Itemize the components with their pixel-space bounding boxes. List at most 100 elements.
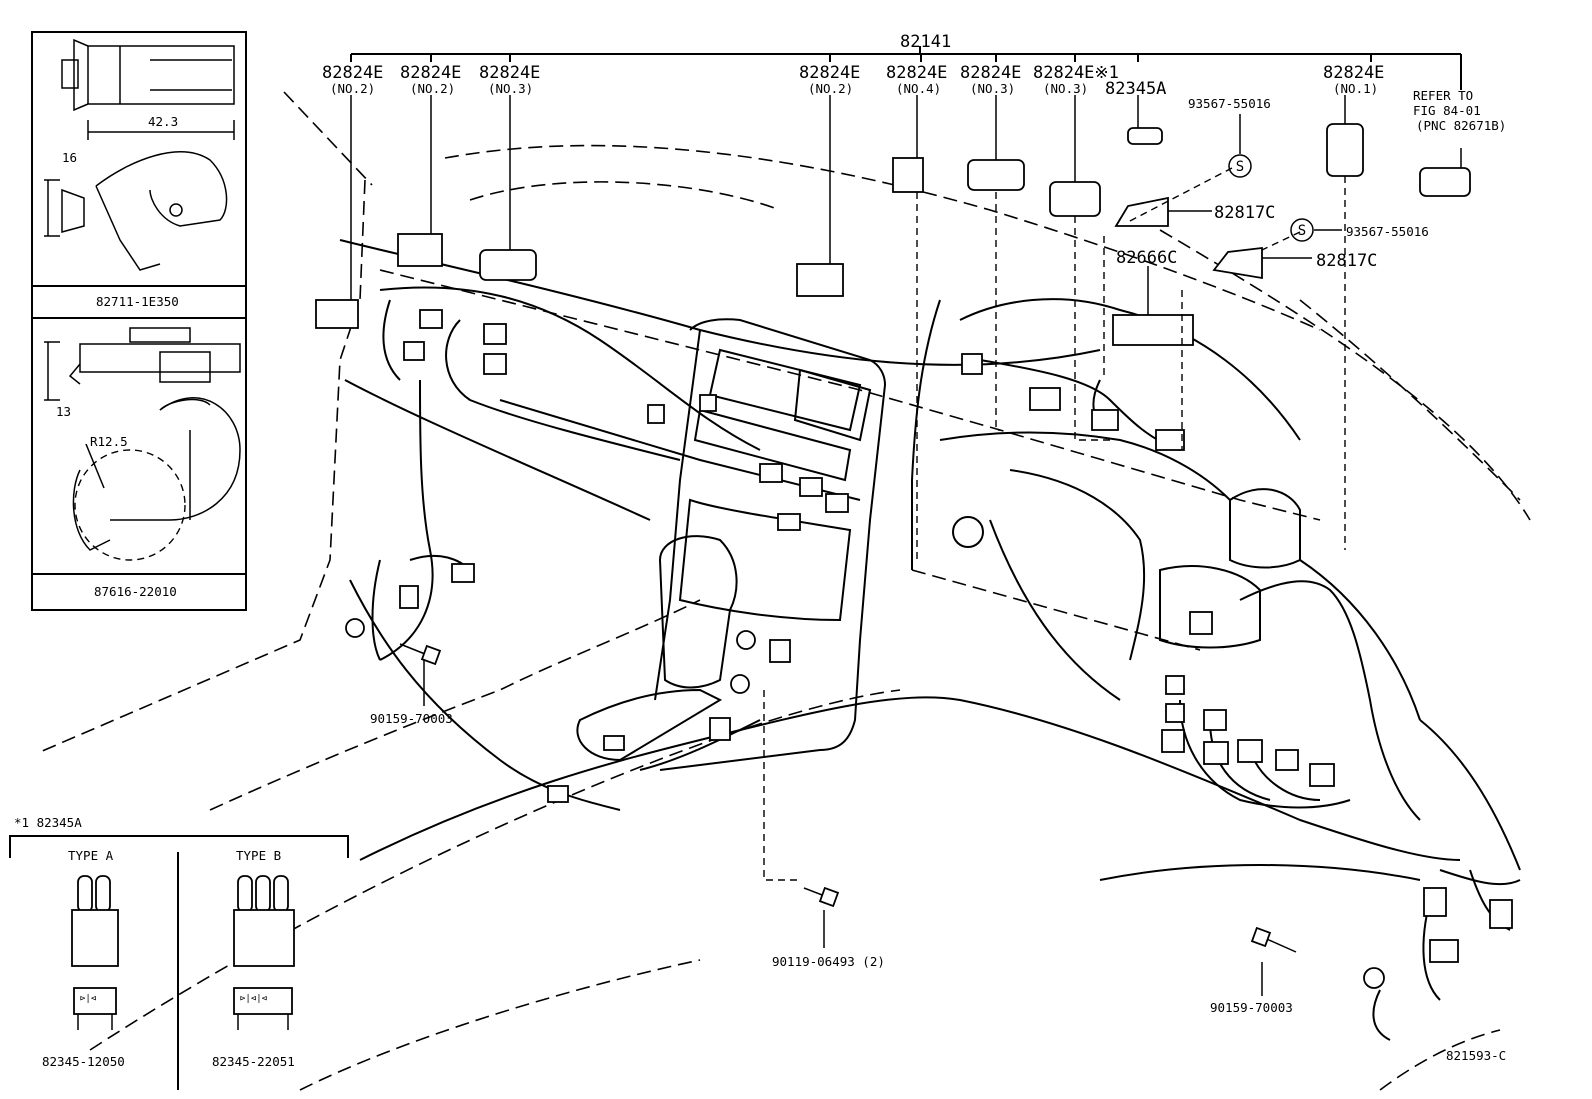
svg-text:⊳|⊲|⊲: ⊳|⊲|⊲ [240, 994, 267, 1004]
connector-icon [892, 157, 924, 193]
callout-sub: (NO.3) [970, 81, 1015, 96]
callout-sub: (NO.1) [1333, 81, 1378, 96]
bracket-icon [1212, 246, 1263, 280]
leader-lines: S S [350, 95, 1462, 996]
connector-icon [451, 563, 475, 583]
connector-icon [961, 353, 983, 375]
connector-icon [603, 735, 625, 751]
connector-icon [1189, 611, 1213, 635]
grommet-icon [736, 630, 756, 650]
band-dim-height: 13 [56, 404, 71, 419]
connector-icon [759, 463, 783, 483]
connector-icon [967, 159, 1025, 191]
connector-icon [399, 585, 419, 609]
label-82141: 82141 [900, 32, 951, 52]
band-dim-radius: R12.5 [90, 434, 128, 449]
label-bracket-b: 82817C [1316, 251, 1377, 271]
connector-icon [483, 323, 507, 345]
callout-sub: (NO.3) [488, 81, 533, 96]
connector-icon [1419, 167, 1471, 197]
label-bolt-left: 90159-70003 [370, 711, 453, 726]
connector-icon [315, 299, 359, 329]
connector-icon [1155, 429, 1185, 451]
connector-icon [699, 394, 717, 412]
label-bracket-a: 82817C [1214, 203, 1275, 223]
callout-part: 82824E [960, 63, 1021, 83]
grommet-icon [730, 674, 750, 694]
type-a-part-no: 82345-12050 [42, 1054, 125, 1069]
svg-text:S: S [1236, 159, 1244, 175]
connector-icon [769, 639, 791, 663]
connector-icon [1165, 675, 1185, 695]
callout-part: 82824E [1323, 63, 1384, 83]
callout-part: 82824E [400, 63, 461, 83]
dashboard-outline [39, 91, 1531, 1091]
connector-icon [825, 493, 849, 513]
callout-part: 82824E [886, 63, 947, 83]
type-a-label: TYPE A [68, 848, 114, 863]
connector-icon [1423, 887, 1447, 917]
connector-icon [397, 233, 443, 267]
connector-icon [799, 477, 823, 497]
screw-s-icon [1228, 154, 1252, 178]
connector-icon [419, 309, 443, 329]
callout-part: 82824E [322, 63, 383, 83]
callout-labels: 82141 82824E (NO.2) 82824E (NO.2) 82824E… [322, 32, 1506, 1063]
connector-icon [777, 513, 801, 531]
svg-text:S: S [1298, 223, 1306, 239]
label-screw-right: 93567-55016 [1346, 224, 1429, 239]
connector-icon [1237, 739, 1263, 763]
type-b-label: TYPE B [236, 848, 281, 863]
refer-note-line: REFER TO [1413, 88, 1473, 103]
callout-sub: (NO.2) [808, 81, 853, 96]
grommet-icon [345, 618, 365, 638]
connector-icon [1275, 749, 1299, 771]
callout-sub: (NO.4) [896, 81, 941, 96]
connector-icon [1203, 709, 1227, 731]
callout-sub: (NO.2) [330, 81, 375, 96]
relay-icon [1127, 127, 1163, 145]
connector-icon [1203, 741, 1229, 765]
relay-type-panel: *1 82345A TYPE A TYPE B ⊳|⊲ ⊳|⊲|⊲ 82345-… [9, 815, 349, 1090]
relay-note: *1 82345A [14, 815, 82, 830]
connector-icon [647, 404, 665, 424]
diagram-code: 821593-C [1446, 1048, 1506, 1063]
grommet-icon [1363, 967, 1385, 989]
connector-icon [1165, 703, 1185, 723]
connector-icon [1309, 763, 1335, 787]
connector-icon [1326, 123, 1364, 177]
junction-block-icon [1112, 314, 1194, 346]
harness-bracket [350, 46, 1462, 90]
label-bolt-right: 90159-70003 [1210, 1000, 1293, 1015]
connector-icon [1429, 939, 1459, 963]
connector-icon [479, 249, 537, 281]
refer-note-line: FIG 84-01 [1413, 103, 1481, 118]
inset-clip-panel: 42.3 16 82711-1E350 13 R12.5 87616-22010 [31, 31, 247, 611]
label-82345a: 82345A [1105, 79, 1166, 99]
connector-icon [483, 353, 507, 375]
dim-length: 42.3 [148, 114, 178, 129]
connector-icon [403, 341, 425, 361]
inset-band-part-no: 87616-22010 [94, 584, 177, 599]
refer-note-line: (PNC 82671B) [1416, 118, 1506, 133]
connector-icon [1049, 181, 1101, 217]
connector-icon [1091, 409, 1119, 431]
connector-icon [1489, 899, 1513, 929]
bracket-icon [1114, 196, 1169, 227]
inset-clip-part-no: 82711-1E350 [96, 294, 179, 309]
label-screw-top: 93567-55016 [1188, 96, 1271, 111]
callout-sub: (NO.2) [410, 81, 455, 96]
label-bolt-center: 90119-06493 (2) [772, 954, 885, 969]
harness-connectors [315, 123, 1513, 989]
screw-s-icon [1290, 218, 1314, 242]
type-b-part-no: 82345-22051 [212, 1054, 295, 1069]
connector-icon [1029, 387, 1061, 411]
callout-part: 82824E [479, 63, 540, 83]
connector-icon [796, 263, 844, 297]
label-junction: 82666C [1116, 248, 1177, 268]
svg-text:⊳|⊲: ⊳|⊲ [80, 994, 96, 1004]
dim-height: 16 [62, 150, 77, 165]
callout-sub: (NO.3) [1043, 81, 1088, 96]
